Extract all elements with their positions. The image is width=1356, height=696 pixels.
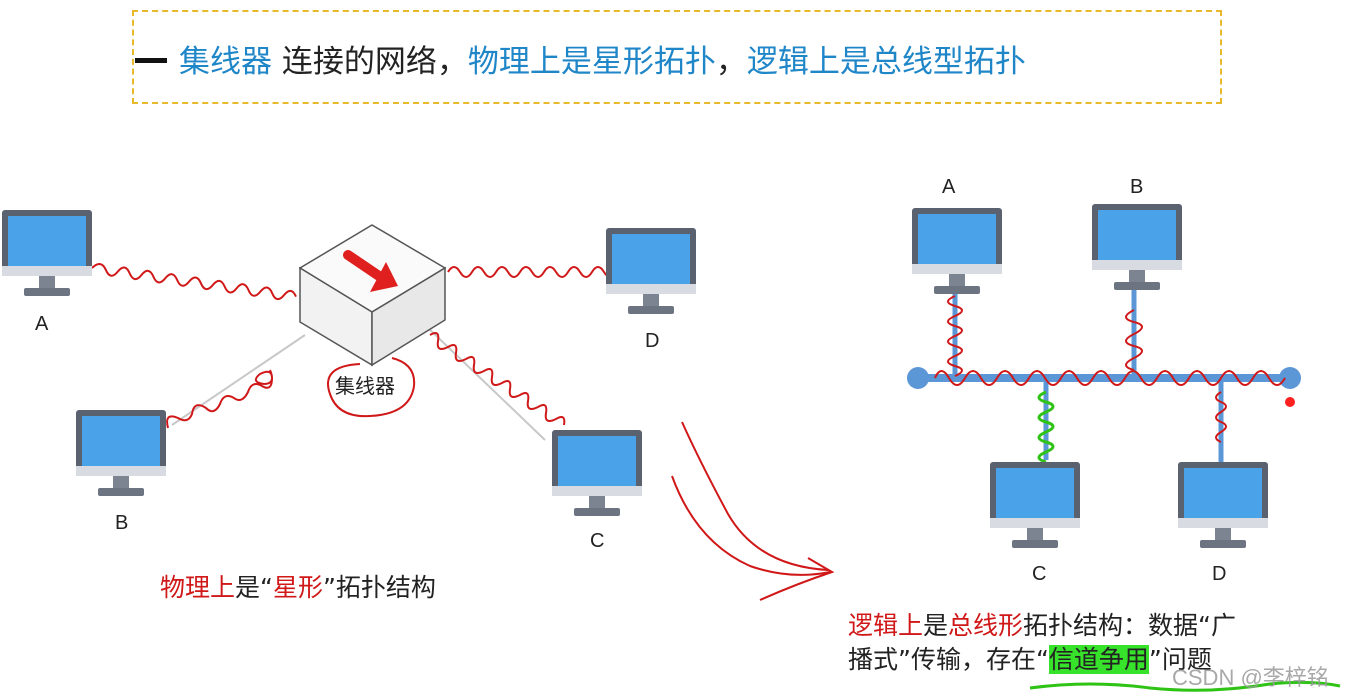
title-frame	[132, 10, 1222, 104]
computer-c-icon	[552, 430, 642, 516]
hub-box	[298, 224, 447, 367]
star-label-b: B	[115, 512, 129, 534]
title-logical: 逻辑上是总线型拓扑	[746, 44, 1026, 80]
star-label-d: D	[645, 330, 660, 352]
bus-computer-a-icon	[912, 208, 1002, 294]
bus-label-c: C	[1032, 563, 1047, 585]
cursor-dot	[1285, 397, 1295, 407]
title-comma: ，	[715, 44, 747, 80]
bus-caption-t3: 播式”传输，存在“	[848, 645, 1049, 674]
bus-caption-t2: 拓扑结构：数据“广	[1023, 611, 1236, 640]
green-underline	[1029, 680, 1341, 692]
star-caption-t1: 是“	[235, 573, 273, 602]
hand-drawn-arrow	[671, 421, 835, 601]
title-network: 连接的网络，	[272, 44, 468, 80]
bus-label-d: D	[1212, 563, 1227, 585]
page-title: 集线器 连接的网络，物理上是星形拓扑，逻辑上是总线型拓扑	[135, 38, 1026, 86]
computer-b-icon	[76, 410, 166, 496]
hub-label: 集线器	[335, 376, 395, 398]
computer-a-icon	[2, 210, 92, 296]
link-hub-c	[424, 324, 546, 441]
computer-d-icon	[606, 228, 696, 314]
bus-caption-bus: 总线形	[948, 611, 1024, 640]
bus-scribbles	[934, 295, 1286, 464]
hub-arrow-icon	[343, 250, 398, 292]
bus-caption-logical: 逻辑上	[848, 611, 924, 640]
bus-caption-t1: 是	[923, 611, 949, 640]
star-caption-physical: 物理上	[160, 573, 236, 602]
annotation-scribbles	[91, 263, 617, 429]
title-dash	[135, 58, 167, 63]
watermark: CSDN @李梓铭	[1172, 665, 1329, 690]
star-caption: 物理上是“星形”拓扑结构	[160, 568, 436, 604]
bus-computer-b-icon	[1092, 204, 1182, 290]
title-hub: 集线器	[179, 44, 272, 80]
bus-label-a: A	[942, 176, 956, 198]
bus-label-b: B	[1130, 176, 1144, 198]
bus-caption-line2: 播式”传输，存在“信道争用”问题	[848, 640, 1212, 676]
bus-computer-d-icon	[1178, 462, 1268, 548]
star-caption-star: 星形	[272, 573, 323, 602]
bus-caption-t4: ”问题	[1148, 645, 1212, 674]
star-label-a: A	[35, 313, 49, 335]
bus-caption-line1: 逻辑上是总线形拓扑结构：数据“广	[848, 606, 1236, 642]
bus-caption-highlight: 信道争用	[1048, 645, 1149, 674]
bus-computer-c-icon	[990, 462, 1080, 548]
star-label-c: C	[590, 530, 605, 552]
star-caption-t2: ”拓扑结构	[322, 573, 436, 602]
title-physical: 物理上是星形拓扑	[467, 44, 716, 80]
link-hub-b	[171, 334, 306, 426]
